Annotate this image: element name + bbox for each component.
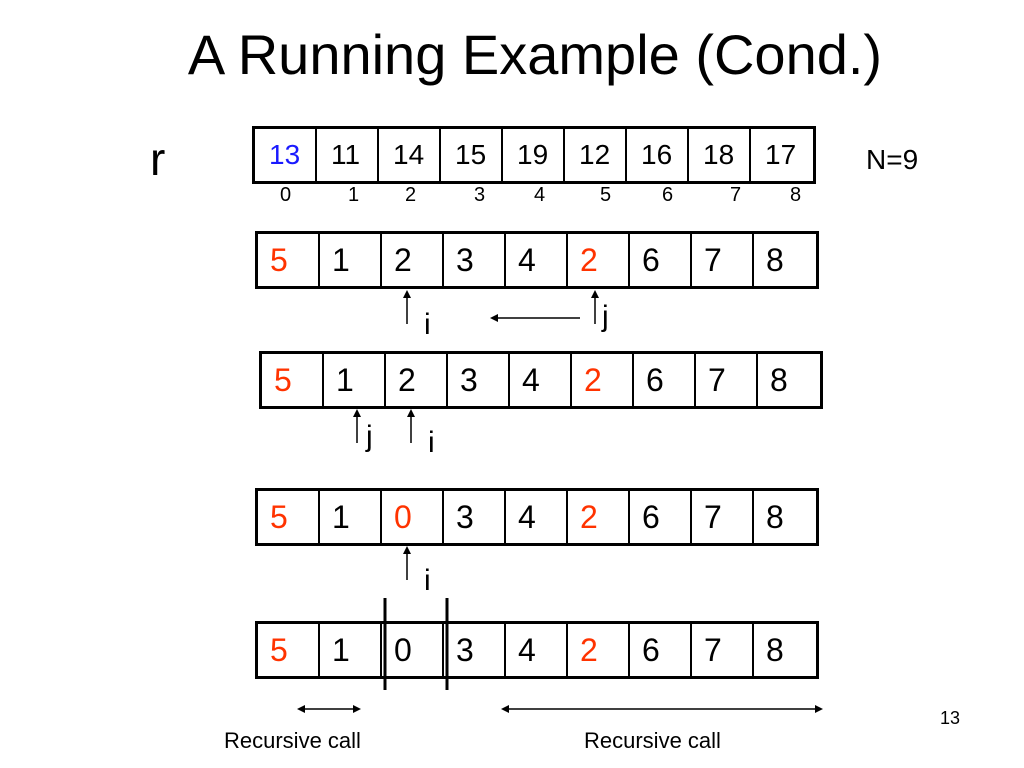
array-cell: 6 [634,354,696,406]
array-r-cell: 12 [565,129,627,181]
array-step-4: 5 1 0 3 4 2 6 7 8 [255,621,819,679]
pointer-j-label: j [366,420,373,453]
array-step-1: 5 1 2 3 4 2 6 7 8 [255,231,819,289]
array-cell: 1 [320,624,382,676]
array-cell: 6 [630,624,692,676]
pointer-j-label: j [602,300,609,333]
pointer-i-label: i [428,426,435,459]
array-cell: 3 [448,354,510,406]
array-cell: 8 [766,631,784,668]
array-cell: 1 [320,491,382,543]
array-index: 4 [534,184,546,206]
array-cell: 8 [766,498,784,535]
array-cell: 7 [692,234,754,286]
array-index: 7 [730,184,742,206]
array-cell: 0 [382,491,444,543]
array-cell: 2 [382,234,444,286]
array-cell: 1 [320,234,382,286]
slide-title: A Running Example (Cond.) [187,23,883,86]
array-index: 0 [280,184,292,206]
array-index: 2 [405,184,417,206]
array-r-cell: 11 [317,129,379,181]
array-cell: 4 [506,234,568,286]
array-cell: 8 [770,361,788,398]
array-index: 1 [348,184,360,206]
array-cell: 2 [568,624,630,676]
array-cell: 3 [444,624,506,676]
array-r-label: r [150,133,166,185]
array-cell: 1 [324,354,386,406]
array-cell: 5 [258,491,320,543]
array-cell: 4 [510,354,572,406]
array-cell: 8 [766,241,784,278]
array-cell: 6 [630,491,692,543]
array-r: 13 11 14 15 19 12 16 18 17 [252,126,816,184]
array-cell: 4 [506,624,568,676]
array-cell: 7 [696,354,758,406]
array-cell: 7 [692,491,754,543]
array-r-cell: 18 [689,129,751,181]
array-r-cell: 13 [255,129,317,181]
array-step-2: 5 1 2 3 4 2 6 7 8 [259,351,823,409]
array-cell: 4 [506,491,568,543]
array-cell: 5 [262,354,324,406]
array-r-cell: 14 [379,129,441,181]
array-cell: 2 [386,354,448,406]
array-cell: 6 [630,234,692,286]
array-cell: 5 [258,624,320,676]
recursive-call-right-label: Recursive call [584,728,721,753]
page-number: 13 [940,708,961,728]
array-r-cell: 15 [441,129,503,181]
pointer-i-label: i [424,308,431,341]
array-index: 3 [474,184,486,206]
array-r-cell: 16 [627,129,689,181]
array-cell: 3 [444,234,506,286]
array-index: 5 [600,184,612,206]
array-cell: 5 [258,234,320,286]
array-index: 8 [790,184,802,206]
array-r-cell: 19 [503,129,565,181]
array-cell: 2 [568,234,630,286]
n-label: N=9 [866,144,919,175]
array-cell: 3 [444,491,506,543]
array-cell: 2 [568,491,630,543]
array-step-3: 5 1 0 3 4 2 6 7 8 [255,488,819,546]
pointer-i-label: i [424,564,431,597]
array-cell: 0 [382,624,444,676]
array-index: 6 [662,184,674,206]
array-r-cell: 17 [765,139,797,170]
array-cell: 2 [572,354,634,406]
array-cell: 7 [692,624,754,676]
recursive-call-left-label: Recursive call [224,728,361,753]
